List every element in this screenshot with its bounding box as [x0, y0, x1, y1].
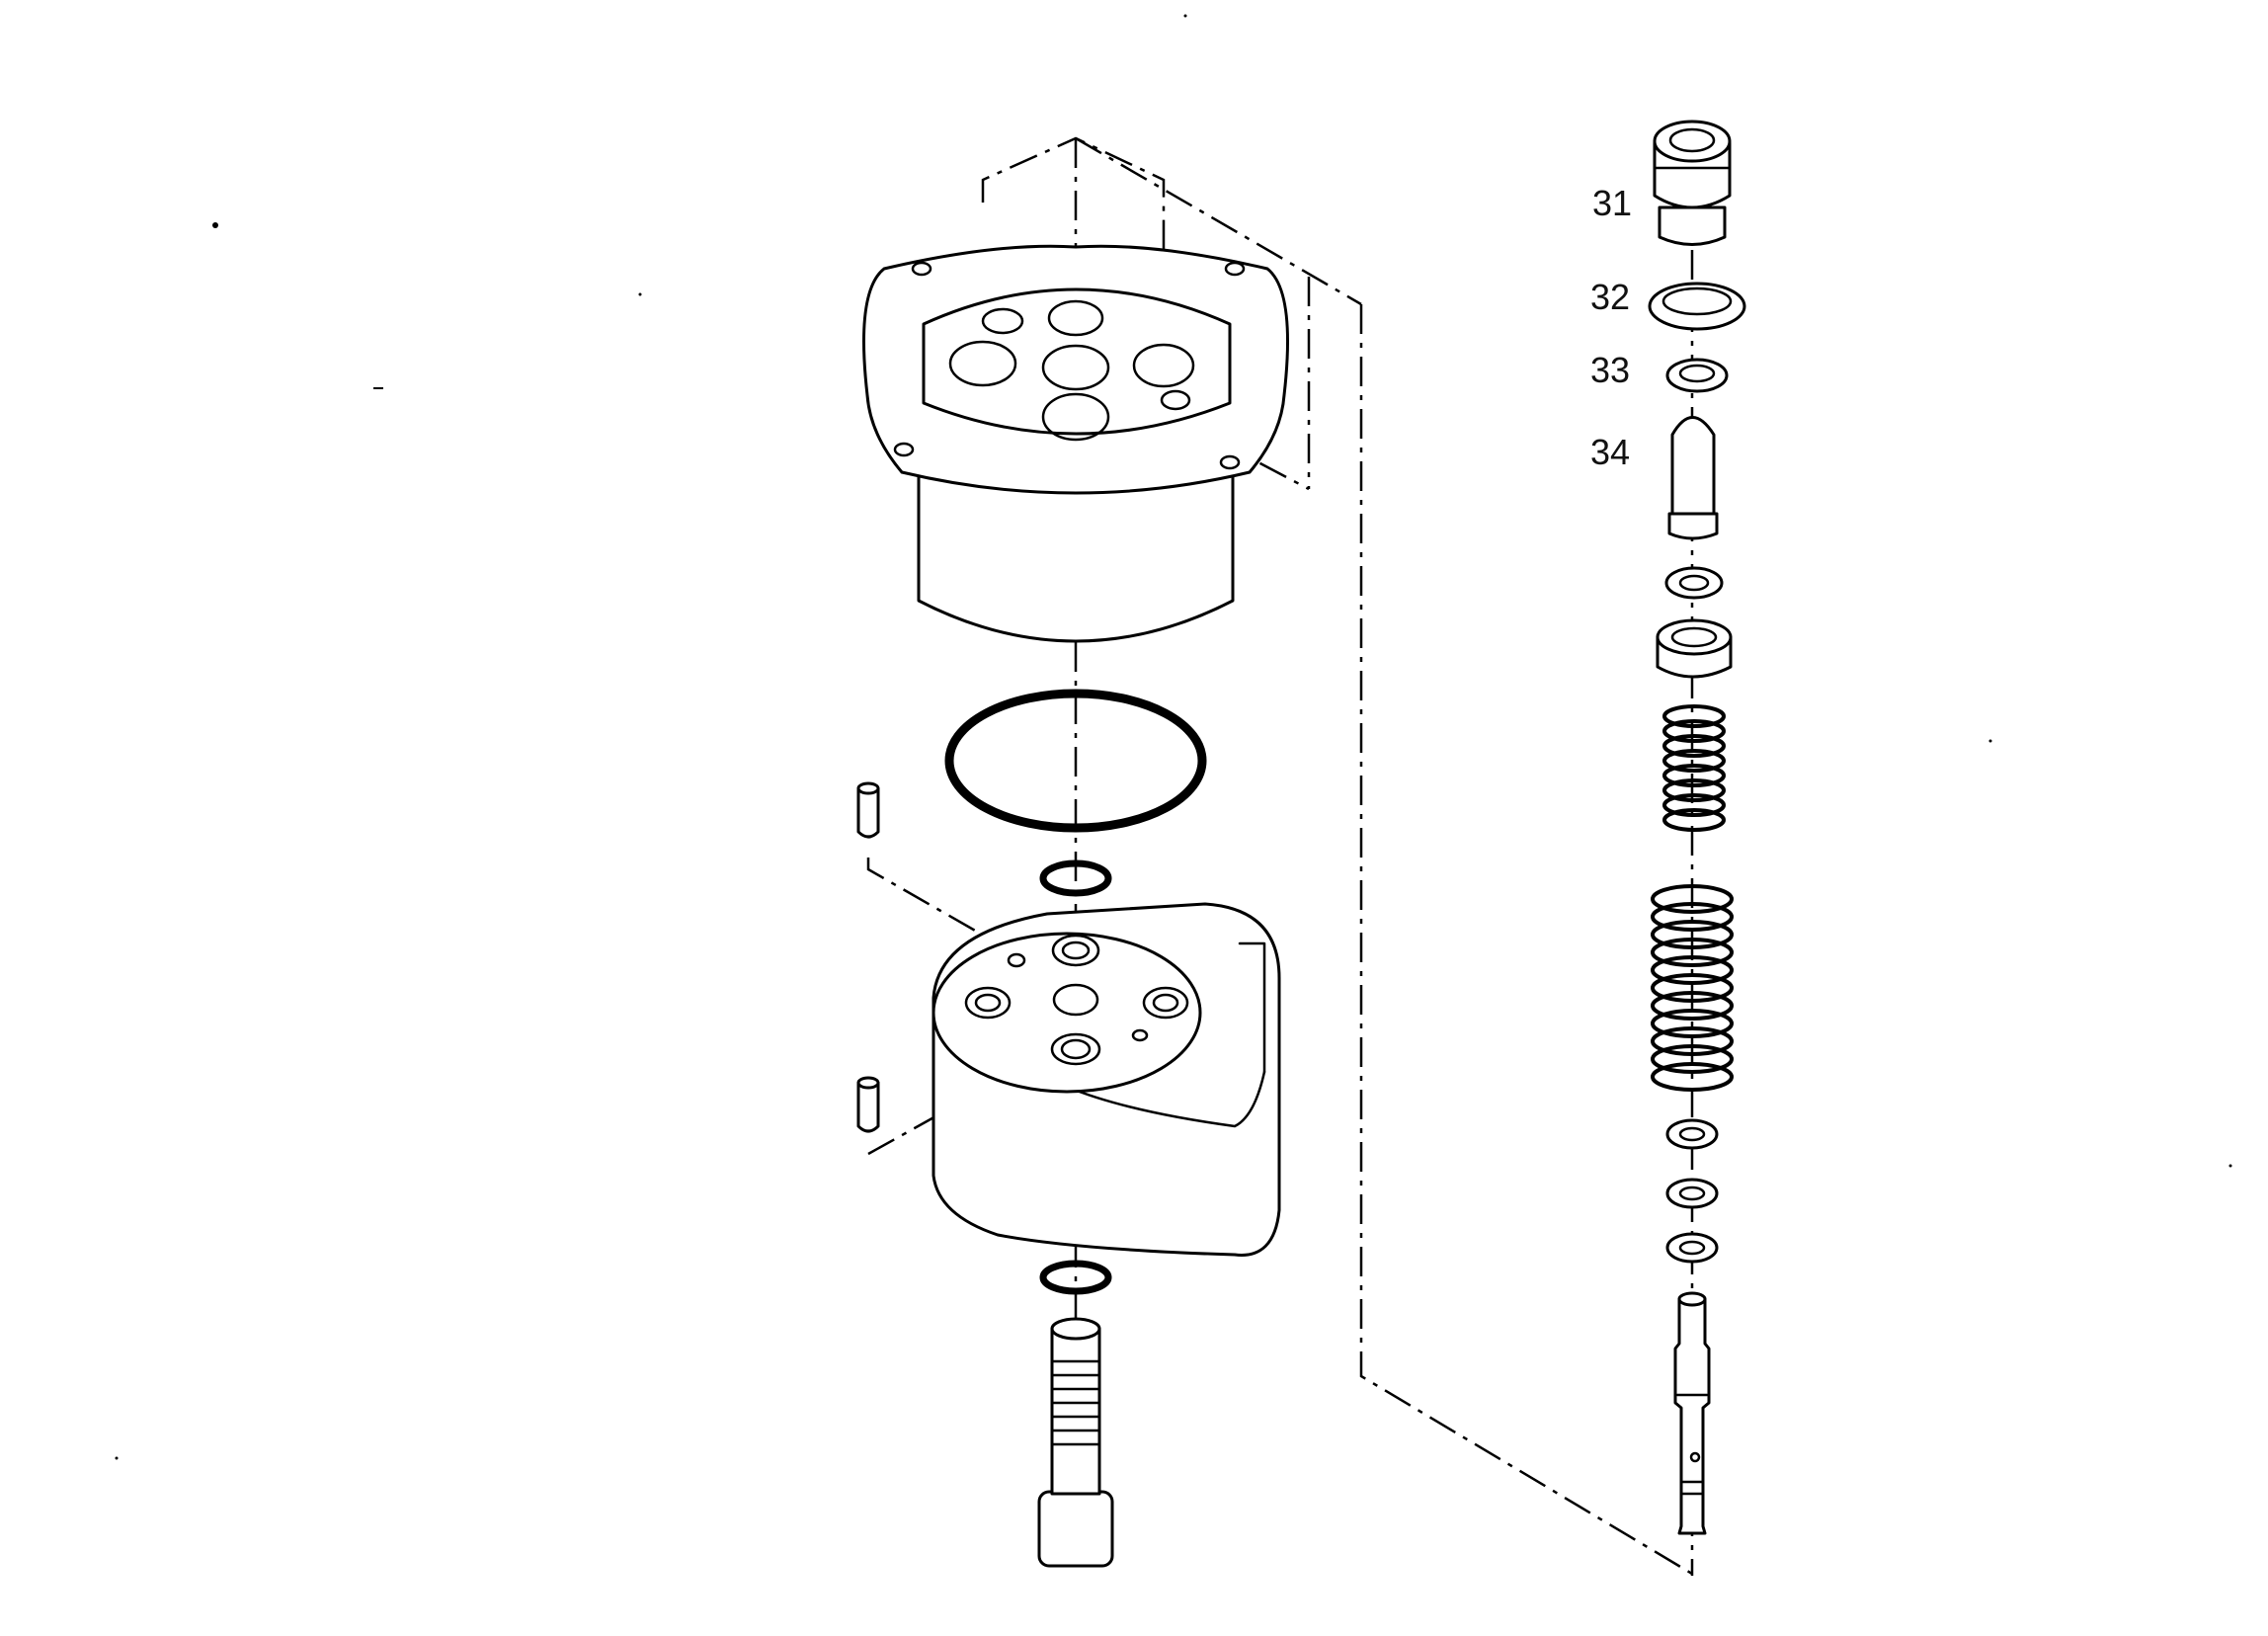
seat-washer: [1664, 566, 1724, 600]
outer-spring: [1651, 884, 1734, 1092]
dowel-pin-lower: [856, 1076, 880, 1133]
callout-32: 32: [1590, 277, 1630, 317]
cap-screw: [1037, 1317, 1114, 1568]
part-31-plug: [1653, 120, 1732, 246]
part-34-piston: [1667, 416, 1719, 540]
top-housing-ports: [948, 299, 1195, 442]
callouts: 31 32 33 34: [1590, 183, 1632, 472]
callout-33: 33: [1590, 350, 1630, 390]
callout-31: 31: [1592, 183, 1632, 223]
small-o-ring-lower: [1039, 1260, 1112, 1295]
dowel-pin-upper: [856, 781, 880, 839]
lower-washer-1: [1665, 1118, 1719, 1150]
part-33-washer: [1665, 358, 1729, 393]
large-o-ring: [944, 689, 1207, 833]
valve-body-ports: [964, 934, 1189, 1066]
top-housing: [862, 244, 1289, 643]
callout-34: 34: [1590, 432, 1630, 472]
valve-body: [932, 902, 1281, 1257]
inner-spring: [1662, 704, 1726, 832]
top-housing-bolt-holes: [893, 261, 1246, 470]
spool: [1673, 1291, 1711, 1535]
scan-specks: [115, 14, 2232, 1460]
part-32-ring: [1648, 282, 1746, 331]
lower-washer-3: [1665, 1232, 1719, 1264]
lower-washer-2: [1665, 1178, 1719, 1209]
small-o-ring-upper: [1039, 859, 1112, 897]
spring-retainer: [1656, 618, 1733, 679]
